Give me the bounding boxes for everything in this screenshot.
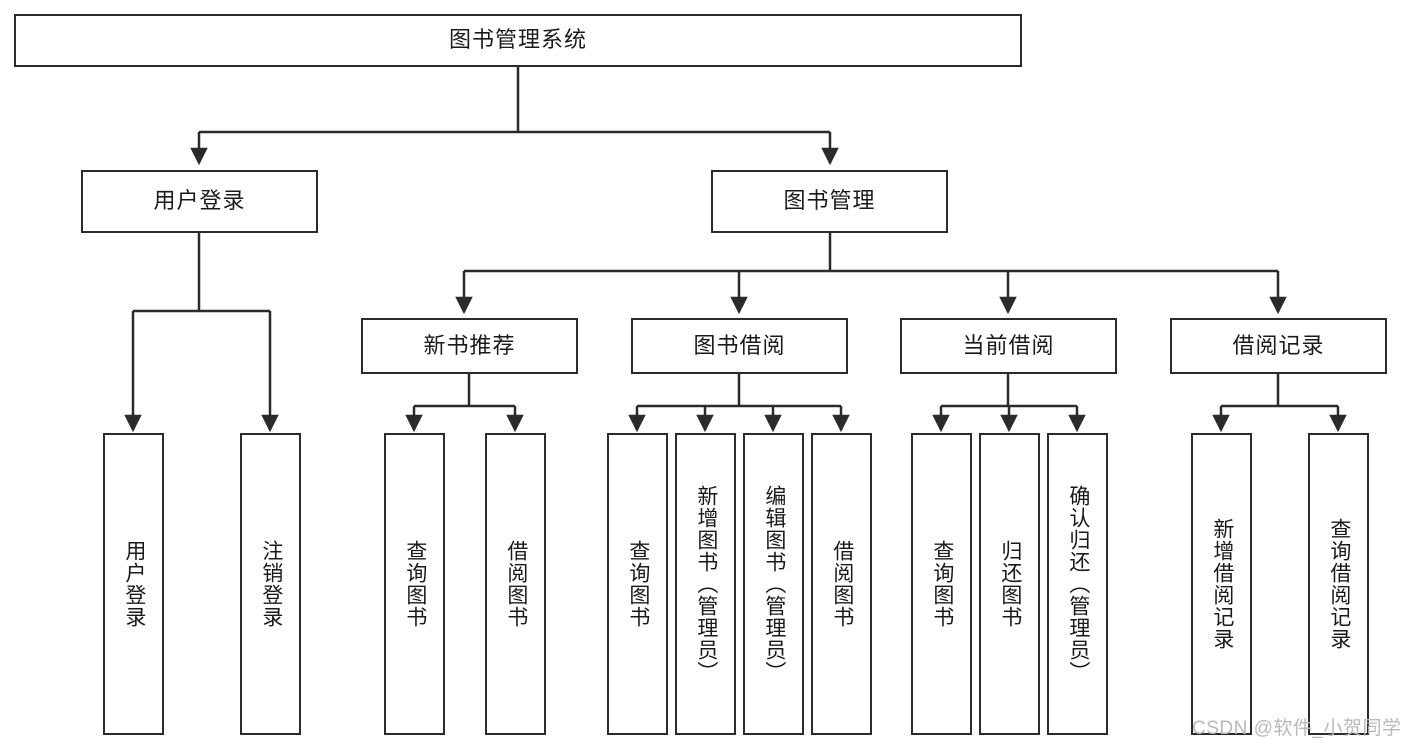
leaf-user-login-logout[interactable]: 注销登录 bbox=[240, 433, 301, 735]
node-label: 确认归还（管理员） bbox=[1066, 485, 1090, 683]
node-label: 编辑图书（管理员） bbox=[762, 485, 786, 683]
node-label: 查询图书 bbox=[403, 540, 427, 628]
leaf-user-login-login[interactable]: 用户登录 bbox=[103, 433, 164, 735]
node-label: 当前借阅 bbox=[962, 332, 1055, 358]
node-label: 归还图书 bbox=[998, 540, 1022, 628]
node-label: 用户登录 bbox=[153, 188, 246, 214]
node-label: 借阅图书 bbox=[504, 540, 528, 628]
node-label: 借阅记录 bbox=[1232, 332, 1325, 358]
node-new-book-recommend[interactable]: 新书推荐 bbox=[361, 318, 578, 374]
node-label: 借阅图书 bbox=[830, 540, 854, 628]
node-label: 查询图书 bbox=[930, 540, 954, 628]
node-label: 图书管理系统 bbox=[448, 27, 587, 53]
leaf-current-borrow-confirm-return-admin[interactable]: 确认归还（管理员） bbox=[1047, 433, 1108, 735]
node-label: 新书推荐 bbox=[423, 332, 516, 358]
leaf-borrow-record-query-record[interactable]: 查询借阅记录 bbox=[1308, 433, 1369, 735]
leaf-borrow-record-add-record[interactable]: 新增借阅记录 bbox=[1191, 433, 1252, 735]
leaf-new-book-borrow-book[interactable]: 借阅图书 bbox=[485, 433, 546, 735]
node-label: 查询借阅记录 bbox=[1327, 518, 1351, 650]
node-book-borrow[interactable]: 图书借阅 bbox=[631, 318, 848, 374]
node-label: 图书管理 bbox=[783, 188, 876, 214]
node-label: 图书借阅 bbox=[693, 332, 786, 358]
csdn-watermark: CSDN @软件_小贺同学 bbox=[1192, 718, 1402, 739]
node-borrow-record[interactable]: 借阅记录 bbox=[1170, 318, 1387, 374]
node-current-borrow[interactable]: 当前借阅 bbox=[900, 318, 1117, 374]
node-label: 查询图书 bbox=[626, 540, 650, 628]
leaf-current-borrow-query-book[interactable]: 查询图书 bbox=[911, 433, 972, 735]
node-label: 新增图书（管理员） bbox=[694, 485, 718, 683]
leaf-book-borrow-add-book-admin[interactable]: 新增图书（管理员） bbox=[675, 433, 736, 735]
leaf-book-borrow-borrow-book[interactable]: 借阅图书 bbox=[811, 433, 872, 735]
node-label: 用户登录 bbox=[122, 540, 146, 628]
leaf-current-borrow-return-book[interactable]: 归还图书 bbox=[979, 433, 1040, 735]
node-root-book-management-system[interactable]: 图书管理系统 bbox=[14, 14, 1022, 67]
node-book-management[interactable]: 图书管理 bbox=[711, 170, 948, 233]
node-label: 新增借阅记录 bbox=[1210, 518, 1234, 650]
node-user-login[interactable]: 用户登录 bbox=[81, 170, 318, 233]
leaf-book-borrow-query-book[interactable]: 查询图书 bbox=[607, 433, 668, 735]
leaf-book-borrow-edit-book-admin[interactable]: 编辑图书（管理员） bbox=[743, 433, 804, 735]
leaf-new-book-query-book[interactable]: 查询图书 bbox=[384, 433, 445, 735]
node-label: 注销登录 bbox=[259, 540, 283, 628]
